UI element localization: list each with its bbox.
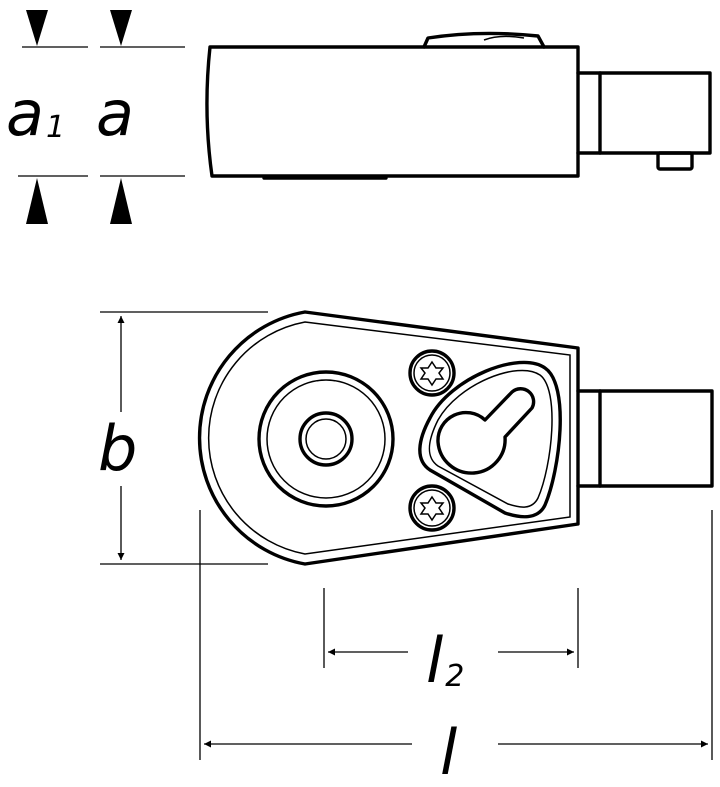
side-view-dimensions (18, 10, 185, 224)
dimension-label-l: l (440, 716, 457, 787)
side-view-lever-detail (483, 35, 525, 41)
top-view-square-drive (576, 389, 714, 488)
top-view-outline (197, 310, 580, 566)
side-view-lever (422, 31, 546, 49)
ratchet-bore-outer (298, 411, 354, 467)
side-view-body (205, 45, 580, 178)
torx-screw-icon (408, 349, 456, 397)
dimension-label-b: b (98, 412, 137, 485)
top-view-inner-outline (207, 321, 571, 555)
reversing-lever-inner (428, 369, 553, 508)
ratchet-wheel-outer (257, 370, 395, 508)
ratchet-bore-inner (305, 418, 347, 460)
side-view-detent-ball (656, 151, 694, 171)
ratchet-wheel-inner (266, 379, 386, 499)
a1-arrow-top (26, 10, 48, 46)
a-arrow-top (110, 10, 132, 46)
dimension-label-a: a (96, 77, 134, 150)
dimension-label-a1: a1 (6, 77, 65, 150)
reversing-lever-slot (436, 387, 536, 475)
reversing-lever-outer (418, 360, 562, 519)
torx-screw-icon (408, 484, 456, 532)
side-view (205, 31, 712, 180)
a1-arrow-bottom (26, 178, 48, 224)
dimension-label-l2: l2 (426, 624, 464, 697)
a-arrow-bottom (110, 178, 132, 224)
top-view (197, 310, 714, 566)
side-view-square-drive (576, 71, 712, 155)
top-view-dimensions (100, 311, 713, 760)
